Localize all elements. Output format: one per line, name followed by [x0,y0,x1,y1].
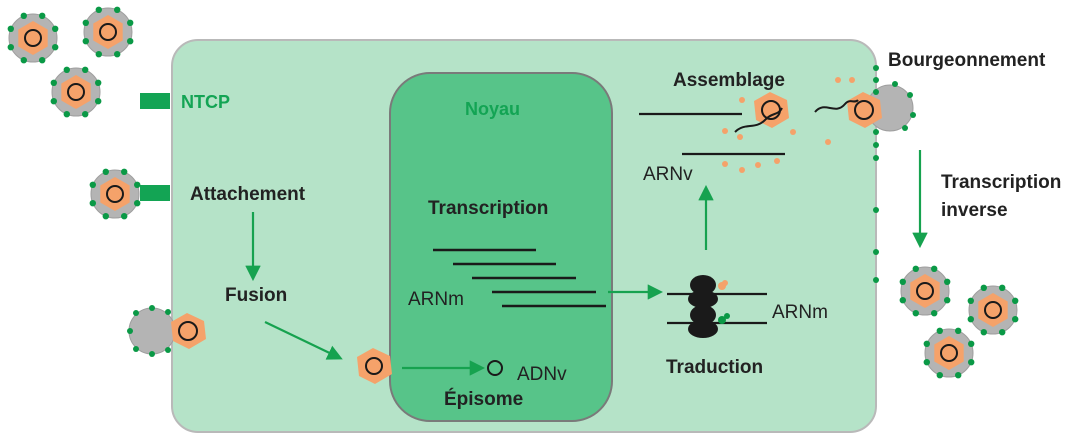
orange-dots [722,77,855,173]
membrane-dots [873,65,916,283]
ntcp-receptor-top [140,93,170,109]
virion [89,168,141,220]
virion [50,66,102,118]
fusion-label: Fusion [225,285,287,306]
adnv-circle [487,360,503,376]
mrna-lines [433,248,606,308]
assembly-capsid [734,92,789,133]
attachement-label: Attachement [190,184,306,205]
virion [899,265,951,317]
arnm-nucleus-label: ARNm [408,289,464,310]
arnv-label: ARNv [643,164,693,185]
arnm-ribosome-label: ARNm [772,302,828,323]
adnv-label: ADNv [517,364,567,385]
arnv-lines [639,112,785,156]
transcription-label: Transcription [428,198,548,219]
fusion-virion [127,305,206,357]
transcription-inverse-label-1: Transcription [941,172,1061,193]
arrow-fusion-capsid [264,321,343,360]
virion [82,6,134,58]
traduction-label: Traduction [666,357,763,378]
ribosomes [667,275,767,338]
assemblage-label: Assemblage [673,70,785,91]
episome-label: Épisome [444,388,523,410]
ntcp-label: NTCP [181,92,230,112]
virion [7,12,59,64]
noyau-label: Noyau [465,99,520,119]
ntcp-receptor-bottom [140,185,170,201]
budding-virion [814,84,914,132]
bourgeonnement-label: Bourgeonnement [888,50,1046,71]
virion [967,284,1019,336]
transcription-inverse-label-2: inverse [941,200,1008,221]
virions [7,6,1019,379]
free-capsid [357,348,392,384]
nucleus [389,72,613,422]
virion [923,327,975,379]
